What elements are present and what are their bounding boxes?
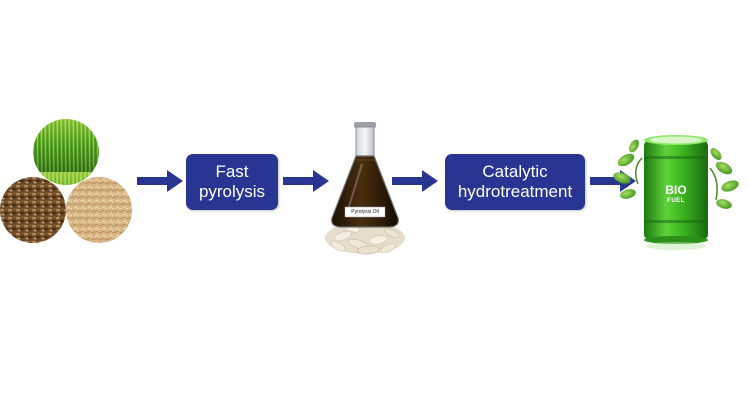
hydrotreatment-line-2: hydrotreatment	[457, 182, 573, 201]
biomass-feedstock-icon	[0, 119, 132, 243]
biofuel-barrel-icon	[613, 135, 739, 250]
catalytic-hydrotreatment-box: Catalytic hydrotreatment	[445, 154, 585, 210]
arrow-right-icon	[137, 170, 183, 192]
hydrotreatment-line-1: Catalytic	[482, 162, 548, 181]
leaves-left	[613, 139, 643, 199]
fast-pyrolysis-box: Fast pyrolysis	[186, 154, 278, 210]
barrel-label-fuel: FUEL	[667, 198, 685, 204]
leaves-right	[709, 148, 739, 209]
flask-icon	[325, 122, 405, 255]
arrow-right-icon	[392, 170, 438, 192]
barrel-label-bio: BIO	[665, 183, 687, 197]
arrow-right-icon	[283, 170, 329, 192]
flask-label: Pyrolysis Oil	[351, 209, 379, 215]
fast-pyrolysis-line-2: pyrolysis	[198, 182, 266, 201]
fast-pyrolysis-line-1: Fast	[215, 162, 249, 181]
